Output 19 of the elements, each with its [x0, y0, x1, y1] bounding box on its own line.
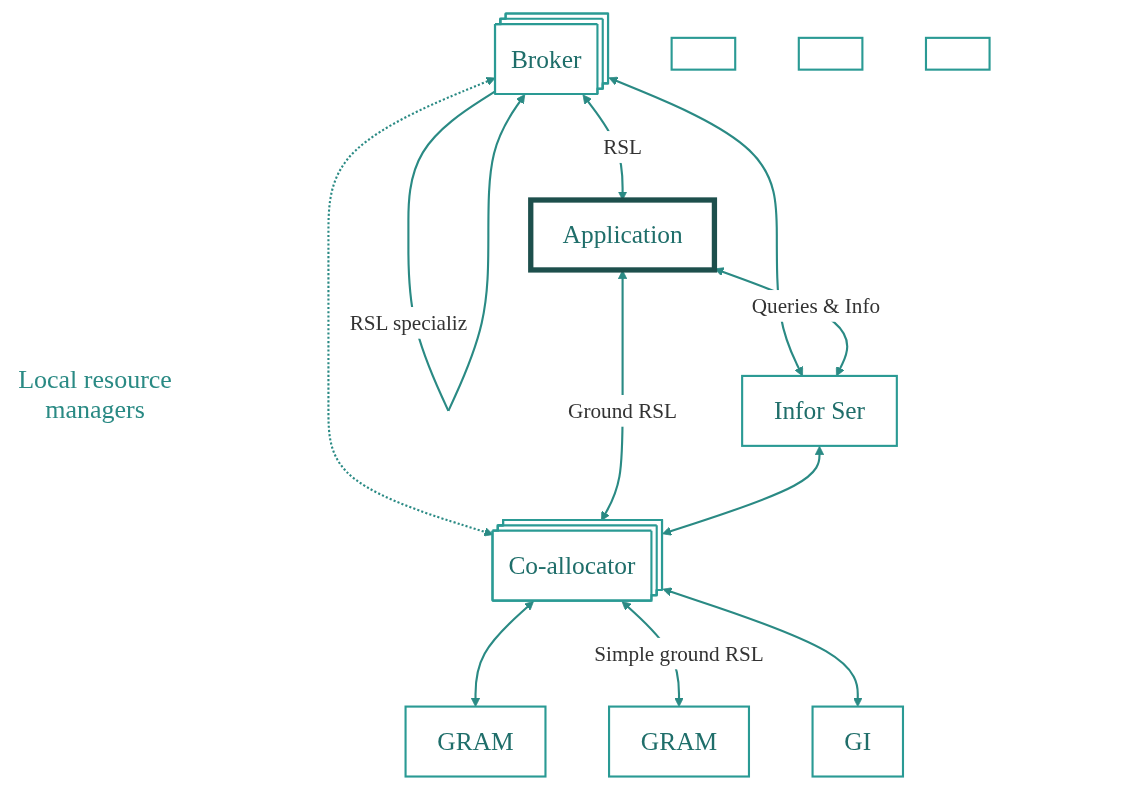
arrow — [327, 76, 496, 536]
node-box: GRAM — [608, 705, 750, 778]
node-box: Infor Ser — [741, 374, 898, 447]
arrow — [662, 445, 825, 536]
side-label: Local resource managers — [17, 364, 173, 425]
edge-label: RSL specializ — [349, 310, 468, 335]
node-box: GRAM — [404, 705, 547, 778]
node-box: Application — [528, 196, 718, 273]
arrow — [662, 586, 863, 707]
arrow — [608, 76, 804, 376]
edge-label: Ground RSL — [568, 398, 678, 423]
node-box — [670, 36, 737, 71]
arrow — [470, 600, 534, 707]
edge-label: RSL — [603, 134, 643, 159]
node-box — [924, 36, 991, 71]
node-box: GI — [811, 705, 905, 778]
edge-label: Queries & Info — [751, 293, 881, 318]
node-box — [797, 36, 864, 71]
edge-label: Simple ground RSL — [594, 641, 764, 665]
